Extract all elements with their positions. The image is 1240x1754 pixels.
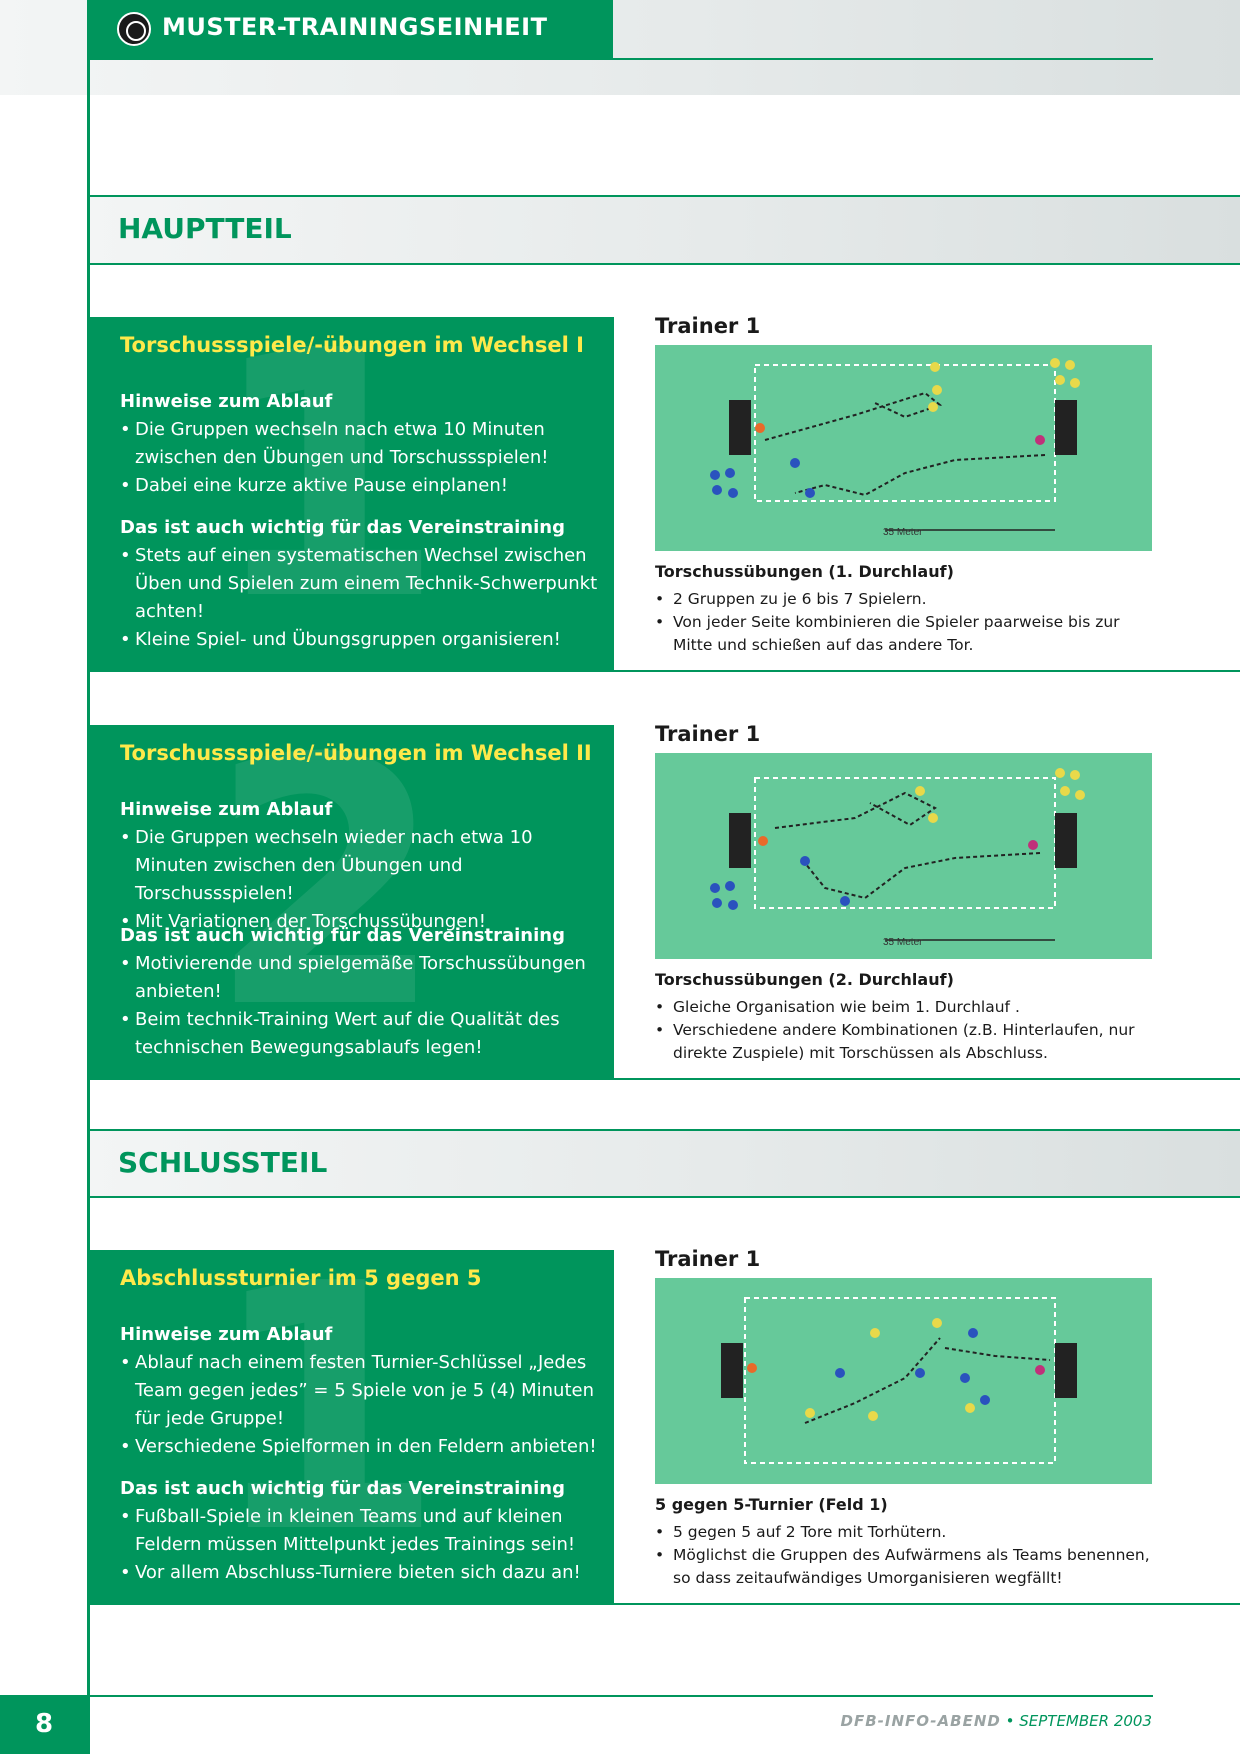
exercise-title: Torschussspiele/-übungen im Wechsel II	[120, 741, 592, 765]
trainer-label: Trainer 1	[655, 722, 761, 746]
notes-list: Ablauf nach einem festen Turnier-Schlüss…	[120, 1349, 600, 1461]
list-item: Beim technik-Training Wert auf die Quali…	[120, 1006, 600, 1062]
list-item: Ablauf nach einem festen Turnier-Schlüss…	[120, 1349, 600, 1433]
list-item: Fußball-Spiele in kleinen Teams und auf …	[120, 1503, 600, 1559]
list-item: Die Gruppen wechseln wieder nach etwa 10…	[120, 824, 600, 908]
section-rule-top	[88, 195, 1240, 197]
list-item: 5 gegen 5 auf 2 Tore mit Torhütern.	[655, 1521, 1155, 1544]
trainer-label: Trainer 1	[655, 1247, 761, 1271]
header-rule	[88, 58, 1153, 60]
issue-date: SEPTEMBER 2003	[1019, 1712, 1152, 1730]
block-rule	[614, 1078, 1240, 1080]
exercise-box-3: 1 Abschlussturnier im 5 gegen 5 Hinweise…	[88, 1250, 614, 1605]
section-rule-top	[88, 1129, 1240, 1131]
section-band-final	[88, 1130, 1240, 1198]
drill-diagram-3	[655, 1278, 1152, 1484]
magazine-name: DFB-INFO-ABEND	[840, 1712, 1001, 1730]
list-item: Gleiche Organisation wie beim 1. Durchla…	[655, 996, 1155, 1019]
drill-diagram-1: 35 Meter	[655, 345, 1152, 551]
exercise-box-1: 1 Torschussspiele/-übungen im Wechsel I …	[88, 317, 614, 672]
exercise-title: Abschlussturnier im 5 gegen 5	[120, 1266, 482, 1290]
list-item: Motivierende und spielgemäße Torschussüb…	[120, 950, 600, 1006]
page-header-title: MUSTER-TRAININGSEINHEIT	[162, 13, 548, 41]
notes-heading: Hinweise zum Ablauf	[120, 799, 333, 820]
list-item: Verschiedene andere Kombinationen (z.B. …	[655, 1019, 1155, 1065]
list-item: Vor allem Abschluss-Turniere bieten sich…	[120, 1559, 600, 1587]
left-margin	[0, 95, 87, 1695]
header-bar	[88, 0, 613, 58]
block-rule	[614, 670, 1240, 672]
list-item: Dabei eine kurze aktive Pause einplanen!	[120, 472, 600, 500]
exercise-box-2: 2 Torschussspiele/-übungen im Wechsel II…	[88, 725, 614, 1080]
diagram-description: 2 Gruppen zu je 6 bis 7 Spielern. Von je…	[655, 588, 1155, 657]
list-item: Verschiedene Spielformen in den Feldern …	[120, 1433, 600, 1461]
section-title-final: SCHLUSSTEIL	[118, 1146, 328, 1179]
list-item: Die Gruppen wechseln nach etwa 10 Minute…	[120, 416, 600, 472]
club-heading: Das ist auch wichtig für das Vereinstrai…	[120, 1478, 565, 1499]
section-title-main: HAUPTTEIL	[118, 212, 292, 245]
list-item: 2 Gruppen zu je 6 bis 7 Spielern.	[655, 588, 1155, 611]
list-item: Stets auf einen systematischen Wechsel z…	[120, 542, 600, 626]
list-item: Möglichst die Gruppen des Aufwärmens als…	[655, 1544, 1155, 1590]
diagram-description: Gleiche Organisation wie beim 1. Durchla…	[655, 996, 1155, 1065]
diagram-description: 5 gegen 5 auf 2 Tore mit Torhütern. Mögl…	[655, 1521, 1155, 1590]
notes-list: Die Gruppen wechseln wieder nach etwa 10…	[120, 824, 600, 936]
diagram-caption: Torschussübungen (1. Durchlauf)	[655, 562, 954, 581]
list-item: Von jeder Seite kombinieren die Spieler …	[655, 611, 1155, 657]
club-list: Fußball-Spiele in kleinen Teams und auf …	[120, 1503, 600, 1587]
footer-separator: •	[1005, 1712, 1020, 1730]
section-rule-bottom	[88, 1196, 1240, 1198]
footer-rule	[88, 1695, 1153, 1697]
drill-diagram-2: 35 Meter	[655, 753, 1152, 959]
club-list: Stets auf einen systematischen Wechsel z…	[120, 542, 600, 654]
section-band-main	[88, 196, 1240, 264]
section-rule-bottom	[88, 263, 1240, 265]
dfb-logo-icon	[117, 12, 151, 46]
distance-label: 35 Meter	[883, 527, 923, 538]
distance-label: 35 Meter	[883, 937, 923, 948]
diagram-caption: Torschussübungen (2. Durchlauf)	[655, 970, 954, 989]
footer-credit: DFB-INFO-ABEND • SEPTEMBER 2003	[841, 1712, 1152, 1730]
club-heading: Das ist auch wichtig für das Vereinstrai…	[120, 517, 565, 538]
notes-heading: Hinweise zum Ablauf	[120, 1324, 333, 1345]
club-list: Motivierende und spielgemäße Torschussüb…	[120, 950, 600, 1062]
diagram-caption: 5 gegen 5-Turnier (Feld 1)	[655, 1495, 888, 1514]
page-number: 8	[0, 1695, 88, 1754]
list-item: Kleine Spiel- und Übungsgruppen organisi…	[120, 626, 600, 654]
club-heading: Das ist auch wichtig für das Vereinstrai…	[120, 925, 565, 946]
exercise-title: Torschussspiele/-übungen im Wechsel I	[120, 333, 584, 357]
list-item: Mit Variationen der Torschussübungen!	[120, 908, 600, 936]
notes-heading: Hinweise zum Ablauf	[120, 391, 333, 412]
trainer-label: Trainer 1	[655, 314, 761, 338]
block-rule	[614, 1603, 1240, 1605]
notes-list: Die Gruppen wechseln nach etwa 10 Minute…	[120, 416, 600, 500]
